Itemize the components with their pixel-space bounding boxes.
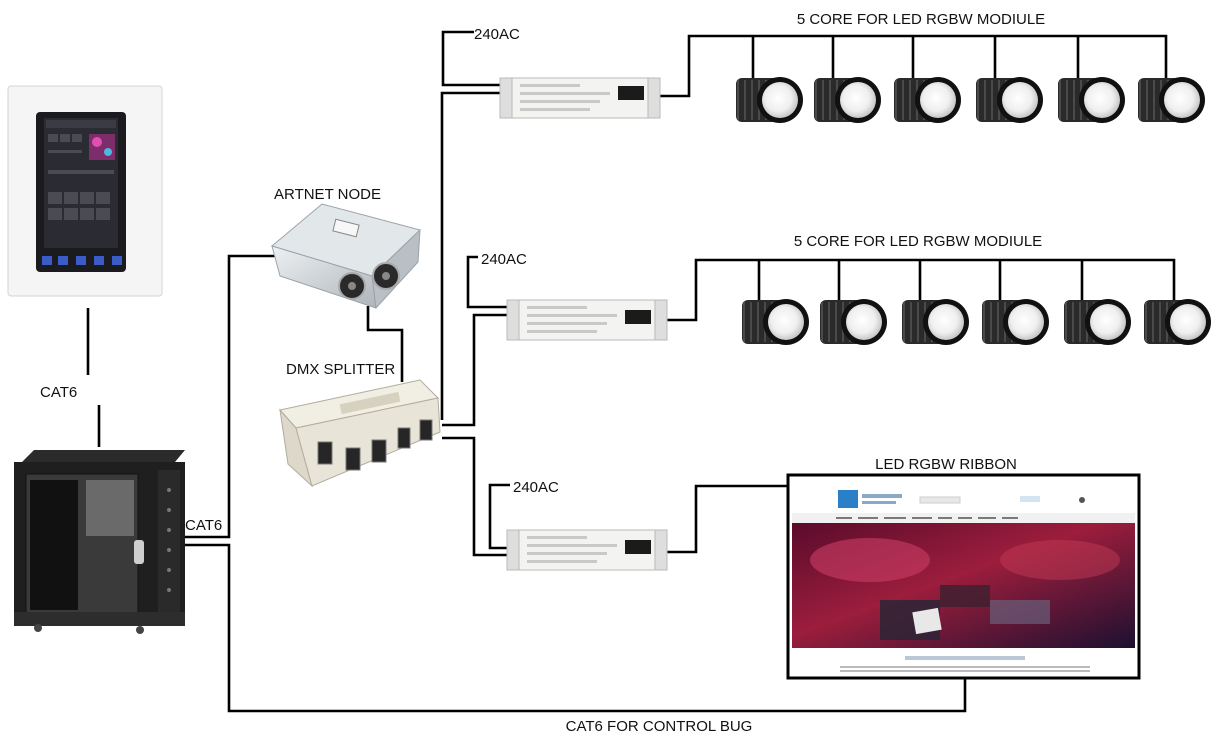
led-row-top xyxy=(736,77,1205,123)
led-module-icon xyxy=(736,77,803,123)
wall-touch-panel-icon xyxy=(7,85,163,297)
driver2-to-leds-wire xyxy=(667,258,1176,322)
ac-top-label: 240AC xyxy=(474,26,520,43)
led-module-icon xyxy=(982,299,1049,345)
ac-mid-label: 240AC xyxy=(481,251,527,268)
led-module-icon xyxy=(1138,77,1205,123)
labels: CAT6 CAT6 ARTNET NODE DMX SPLITTER 240AC… xyxy=(40,11,1045,735)
ac-bottom-label: 240AC xyxy=(513,479,559,496)
driver1-to-leds-wire xyxy=(660,34,1168,98)
ac-top-wire xyxy=(441,30,500,87)
led-row-mid-label: 5 CORE FOR LED RGBW MODIULE xyxy=(794,233,1042,250)
led-row-mid xyxy=(742,299,1211,345)
artnet-node-icon xyxy=(270,203,421,310)
led-module-icon xyxy=(902,299,969,345)
led-drops-row-mid xyxy=(757,260,1084,300)
control-bug-label: CAT6 FOR CONTROL BUG xyxy=(566,718,753,735)
splitter-to-driver1-wire xyxy=(440,91,500,420)
splitter-to-driver3-wire xyxy=(442,436,507,557)
led-module-icon xyxy=(1058,77,1125,123)
cat6-rack-to-artnet-wire xyxy=(185,254,278,539)
led-row-top-label: 5 CORE FOR LED RGBW MODIULE xyxy=(797,11,1045,28)
ac-mid-wire xyxy=(466,255,507,309)
led-module-icon xyxy=(814,77,881,123)
artnet-to-splitter-wire xyxy=(366,306,404,382)
led-driver-icon-3 xyxy=(506,529,668,571)
cat6-rack-label: CAT6 xyxy=(185,517,222,534)
ac-bottom-wire xyxy=(488,483,510,550)
driver3-to-ribbon-wire xyxy=(667,484,790,554)
led-driver-icon-2 xyxy=(506,299,668,341)
led-module-icon xyxy=(894,77,961,123)
cat6-panel-label: CAT6 xyxy=(40,384,77,401)
led-module-icon xyxy=(1144,299,1211,345)
dmx-splitter-label: DMX SPLITTER xyxy=(286,361,395,378)
ribbon-label: LED RGBW RIBBON xyxy=(875,456,1017,473)
website-screenshot-icon xyxy=(786,473,1141,680)
splitter-to-driver2-wire xyxy=(442,313,507,427)
network-rack-icon xyxy=(14,450,185,634)
led-module-icon xyxy=(820,299,887,345)
wires xyxy=(86,30,1176,713)
dmx-splitter-icon xyxy=(279,379,441,488)
led-module-icon xyxy=(1064,299,1131,345)
led-driver-icon-1 xyxy=(499,77,661,119)
led-module-icon xyxy=(742,299,809,345)
led-drops-row-top xyxy=(751,36,1080,78)
cat6-control-bug-wire xyxy=(185,543,967,713)
led-module-icon xyxy=(976,77,1043,123)
artnet-node-label: ARTNET NODE xyxy=(274,186,381,203)
